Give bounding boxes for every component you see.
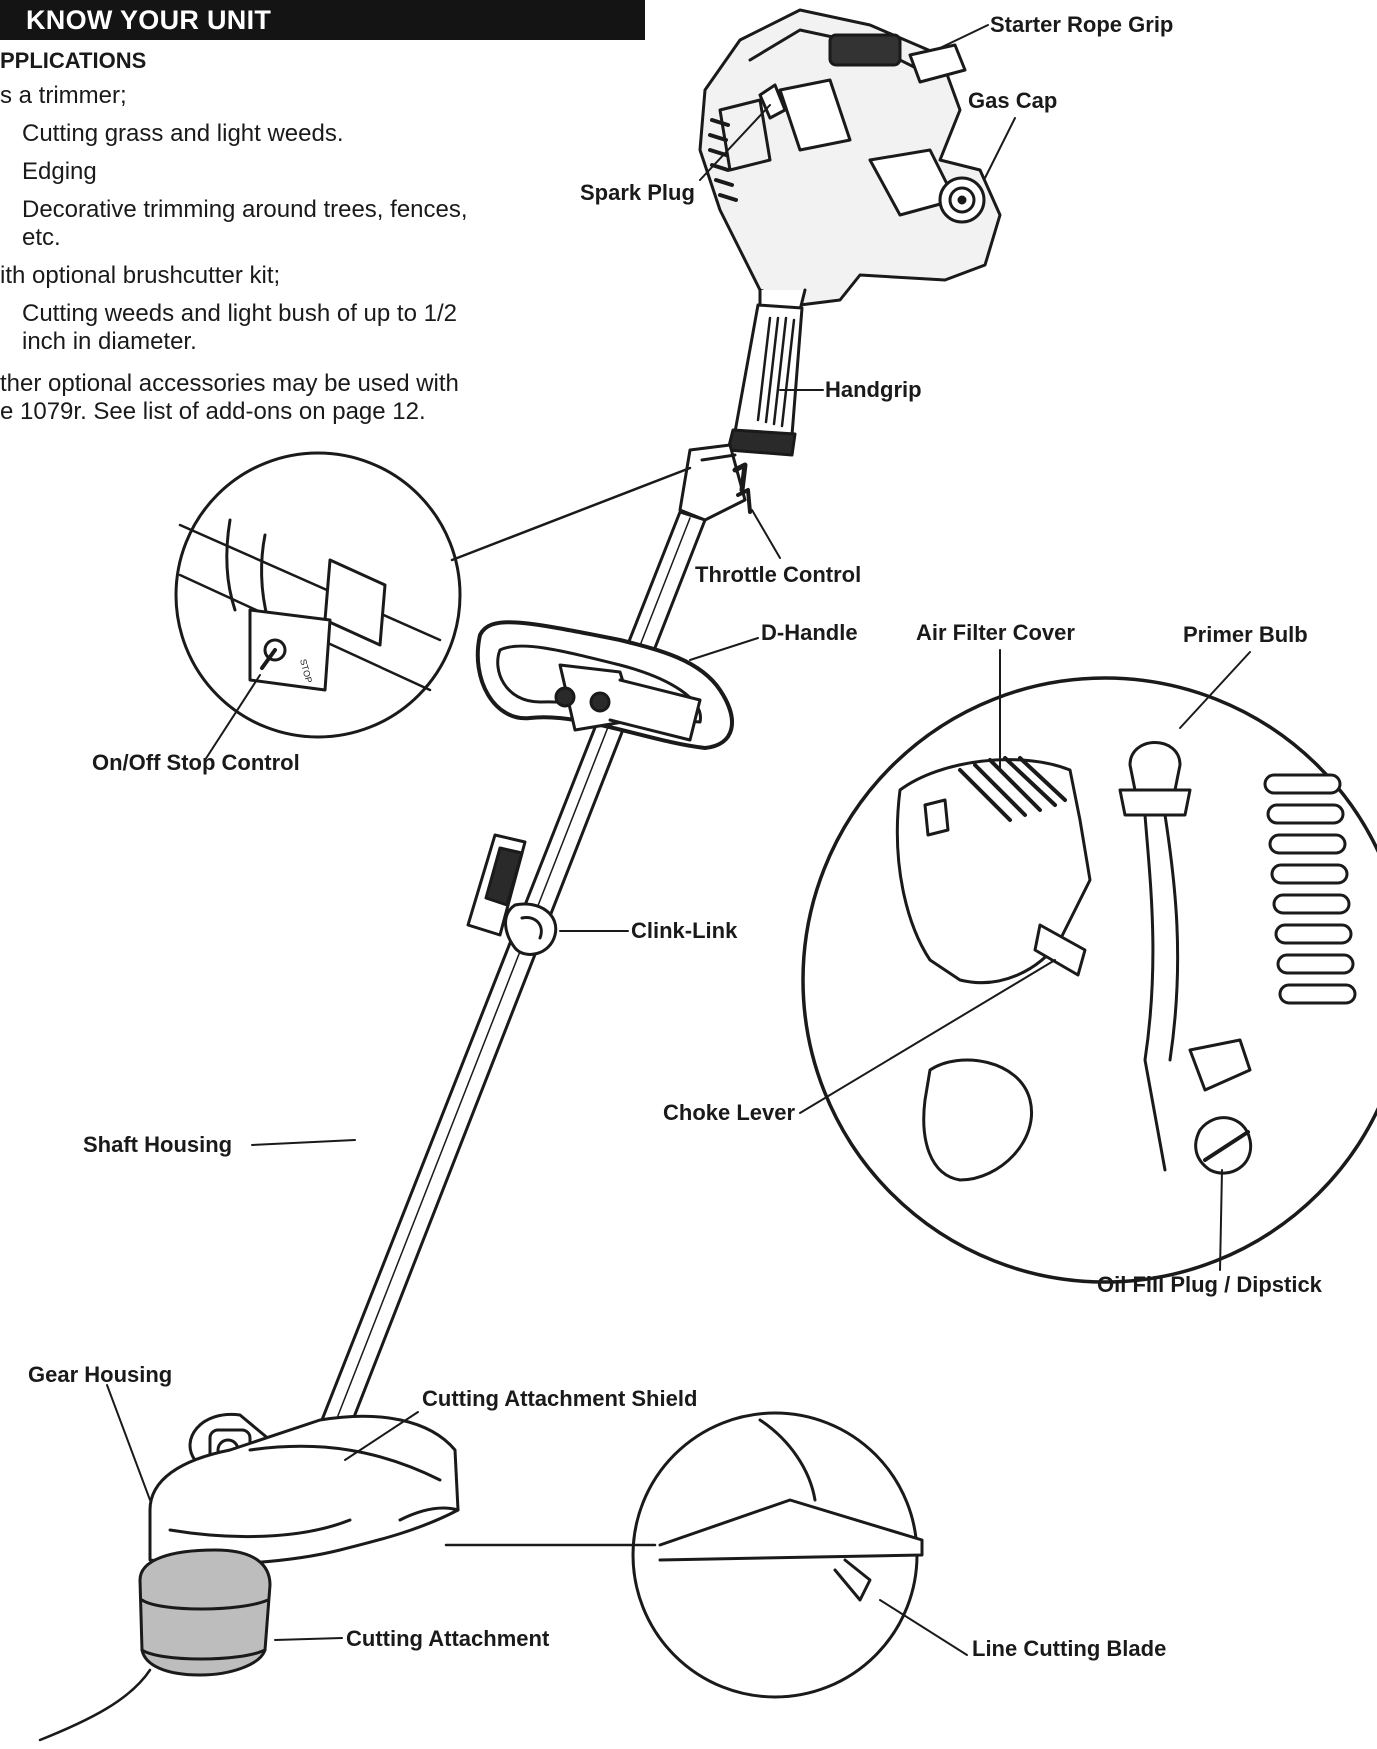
clink-link-knob	[506, 904, 556, 954]
label-d-handle: D-Handle	[761, 620, 858, 646]
cutting-attachment	[40, 1550, 270, 1740]
label-gear-housing: Gear Housing	[28, 1362, 172, 1388]
label-clink-link: Clink-Link	[631, 918, 737, 944]
label-spark-plug: Spark Plug	[580, 180, 695, 206]
label-throttle-control: Throttle Control	[695, 562, 861, 588]
label-handgrip: Handgrip	[825, 377, 922, 403]
throttle-housing	[680, 445, 745, 520]
engine-detail-inset	[803, 678, 1377, 1282]
line-cutting-blade-inset	[446, 1413, 922, 1697]
label-gas-cap: Gas Cap	[968, 88, 1057, 114]
label-air-filter-cover: Air Filter Cover	[916, 620, 1075, 646]
gas-cap	[940, 178, 984, 222]
label-oil-fill-plug: Oil Fill Plug / Dipstick	[1097, 1272, 1322, 1298]
label-choke-lever: Choke Lever	[663, 1100, 795, 1126]
label-shaft-housing: Shaft Housing	[83, 1132, 232, 1158]
label-on-off-stop-control: On/Off Stop Control	[92, 750, 300, 776]
label-primer-bulb: Primer Bulb	[1183, 622, 1308, 648]
label-cutting-attachment-shield: Cutting Attachment Shield	[422, 1386, 697, 1412]
label-line-cutting-blade: Line Cutting Blade	[972, 1636, 1166, 1662]
label-starter-rope-grip: Starter Rope Grip	[990, 12, 1173, 38]
handgrip	[728, 305, 802, 455]
label-cutting-attachment: Cutting Attachment	[346, 1626, 549, 1652]
